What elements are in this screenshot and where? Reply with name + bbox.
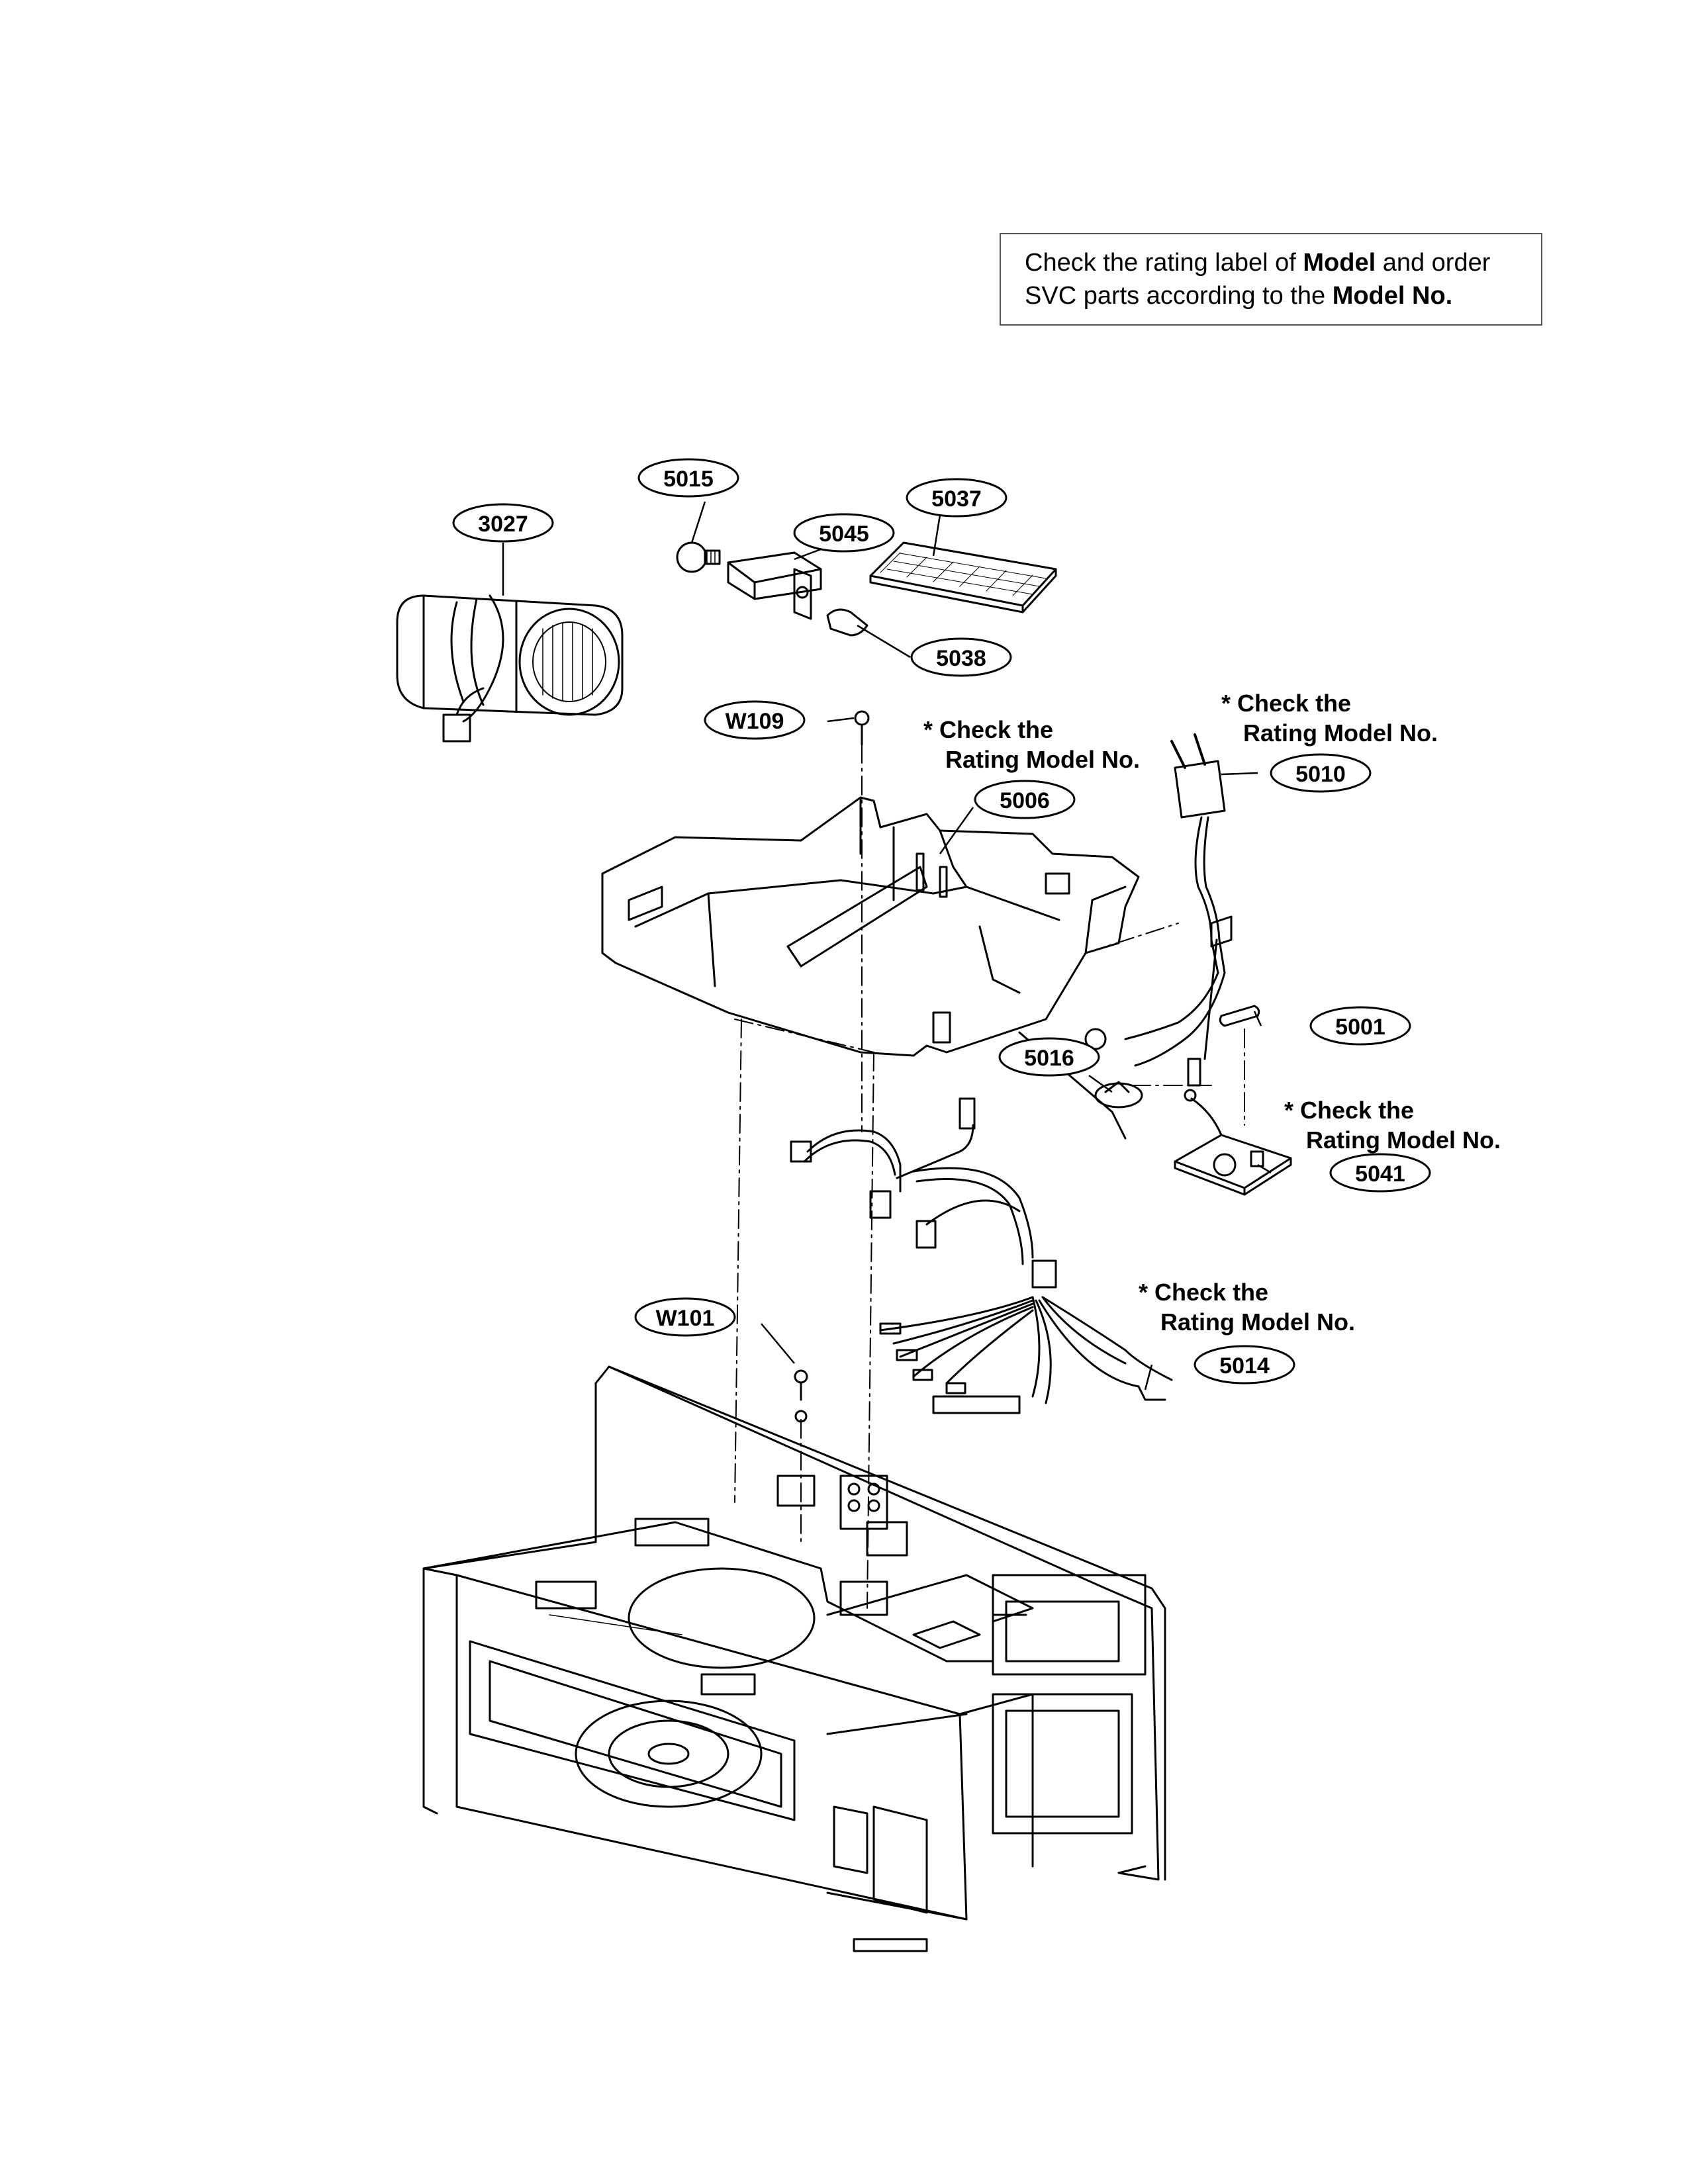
thermostat-5016-drawing <box>1094 1081 1143 1109</box>
wire-harness-5014-drawing <box>790 1031 1173 1414</box>
callout-5037: 5037 <box>906 478 1008 518</box>
check-note-5010: * Check the Rating Model No. <box>1221 690 1438 747</box>
callout-3027: 3027 <box>452 503 554 543</box>
callout-5001-label: 5001 <box>1335 1015 1385 1040</box>
callout-5006-label: 5006 <box>1000 788 1050 813</box>
base-plate-5006-drawing <box>601 796 1140 1057</box>
notice-line-2: SVC parts according to the Model No. <box>1025 282 1453 310</box>
assembly-guide-lines <box>734 744 1245 1609</box>
fuse-5001-drawing <box>1219 1005 1260 1027</box>
fan-motor-3027-drawing <box>396 594 624 743</box>
check-note-5014: * Check the Rating Model No. <box>1139 1279 1355 1336</box>
check-note-5006-line2: Rating Model No. <box>945 746 1140 773</box>
lamp-socket-5045-drawing <box>727 551 822 620</box>
callout-w101: W101 <box>634 1297 736 1337</box>
callout-3027-label: 3027 <box>478 512 528 537</box>
leader-lines <box>502 501 1272 1390</box>
callout-w109: W109 <box>704 700 806 740</box>
callout-5010-label: 5010 <box>1295 762 1346 787</box>
callout-5015: 5015 <box>637 458 739 498</box>
callout-5015-label: 5015 <box>663 467 714 492</box>
lamp-connector-5038-drawing <box>826 608 868 637</box>
noise-filter-5041-drawing <box>1174 1089 1292 1196</box>
callout-5010: 5010 <box>1270 753 1372 793</box>
callout-5041: 5041 <box>1329 1153 1431 1193</box>
callout-5014-label: 5014 <box>1219 1353 1270 1379</box>
check-note-5041-line2: Rating Model No. <box>1306 1126 1501 1154</box>
check-note-5010-line1: * Check the <box>1221 690 1351 717</box>
check-note-5010-line2: Rating Model No. <box>1243 719 1438 747</box>
callout-w109-label: W109 <box>726 709 784 734</box>
callout-5014: 5014 <box>1194 1345 1295 1385</box>
callout-5045-label: 5045 <box>819 522 869 547</box>
callout-5041-label: 5041 <box>1355 1161 1405 1187</box>
check-note-5014-line1: * Check the <box>1139 1279 1268 1306</box>
callout-5001: 5001 <box>1309 1006 1411 1046</box>
screw-w109-drawing <box>854 710 870 746</box>
callout-5045: 5045 <box>793 513 895 553</box>
callout-5038-label: 5038 <box>936 646 986 671</box>
grease-filter-5037-drawing <box>869 541 1057 614</box>
model-notice-box: Check the rating label of Model and orde… <box>1000 233 1542 326</box>
check-note-5041: * Check the Rating Model No. <box>1284 1097 1501 1154</box>
callout-5016: 5016 <box>998 1037 1100 1077</box>
callout-5016-label: 5016 <box>1024 1046 1074 1071</box>
check-note-5041-line1: * Check the <box>1284 1097 1414 1124</box>
check-note-5006-line1: * Check the <box>923 716 1053 743</box>
callout-w101-label: W101 <box>656 1306 715 1331</box>
check-note-5006: * Check the Rating Model No. <box>923 716 1140 773</box>
power-cord-5010-drawing <box>1084 733 1233 1087</box>
screw-w101-drawing <box>794 1369 808 1423</box>
callout-5038: 5038 <box>910 637 1012 677</box>
check-note-5014-line2: Rating Model No. <box>1160 1308 1355 1336</box>
callout-5006: 5006 <box>974 780 1076 819</box>
callout-5037-label: 5037 <box>931 486 982 512</box>
oven-cavity-drawing <box>422 1365 1166 1952</box>
lamp-bulb-5015-drawing <box>676 541 721 573</box>
notice-line-1: Check the rating label of Model and orde… <box>1025 249 1491 277</box>
